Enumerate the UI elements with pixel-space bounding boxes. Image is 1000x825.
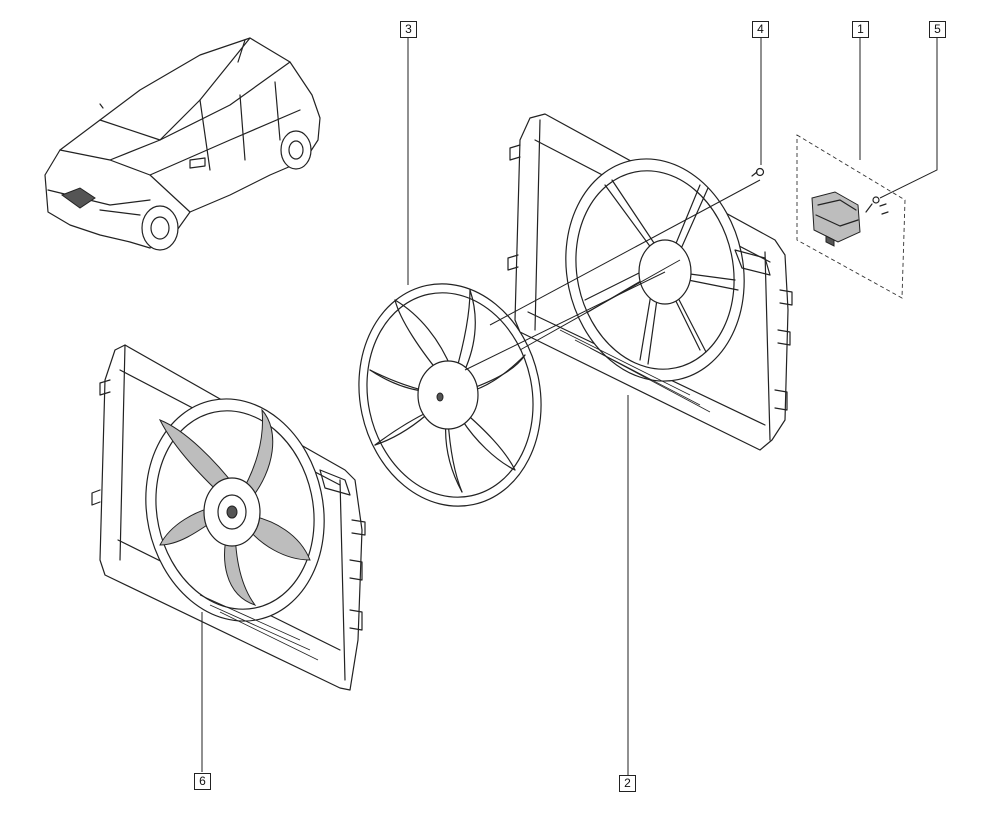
fan-assembly-6 — [91, 344, 366, 691]
callout-1: 1 — [852, 21, 869, 38]
callout-2: 2 — [619, 775, 636, 792]
callout-5: 5 — [929, 21, 946, 38]
callout-4: 4 — [752, 21, 769, 38]
screw-5 — [865, 196, 889, 215]
connector-1-inset — [796, 134, 906, 299]
callout-6: 6 — [194, 773, 211, 790]
fan-assembly-2 — [507, 113, 793, 451]
alignment-lines — [464, 179, 761, 371]
screw-4 — [751, 167, 765, 177]
leader-lines — [201, 38, 938, 776]
callout-3: 3 — [400, 21, 417, 38]
vehicle-illustration — [44, 37, 321, 251]
fan-blade-3 — [358, 283, 542, 507]
